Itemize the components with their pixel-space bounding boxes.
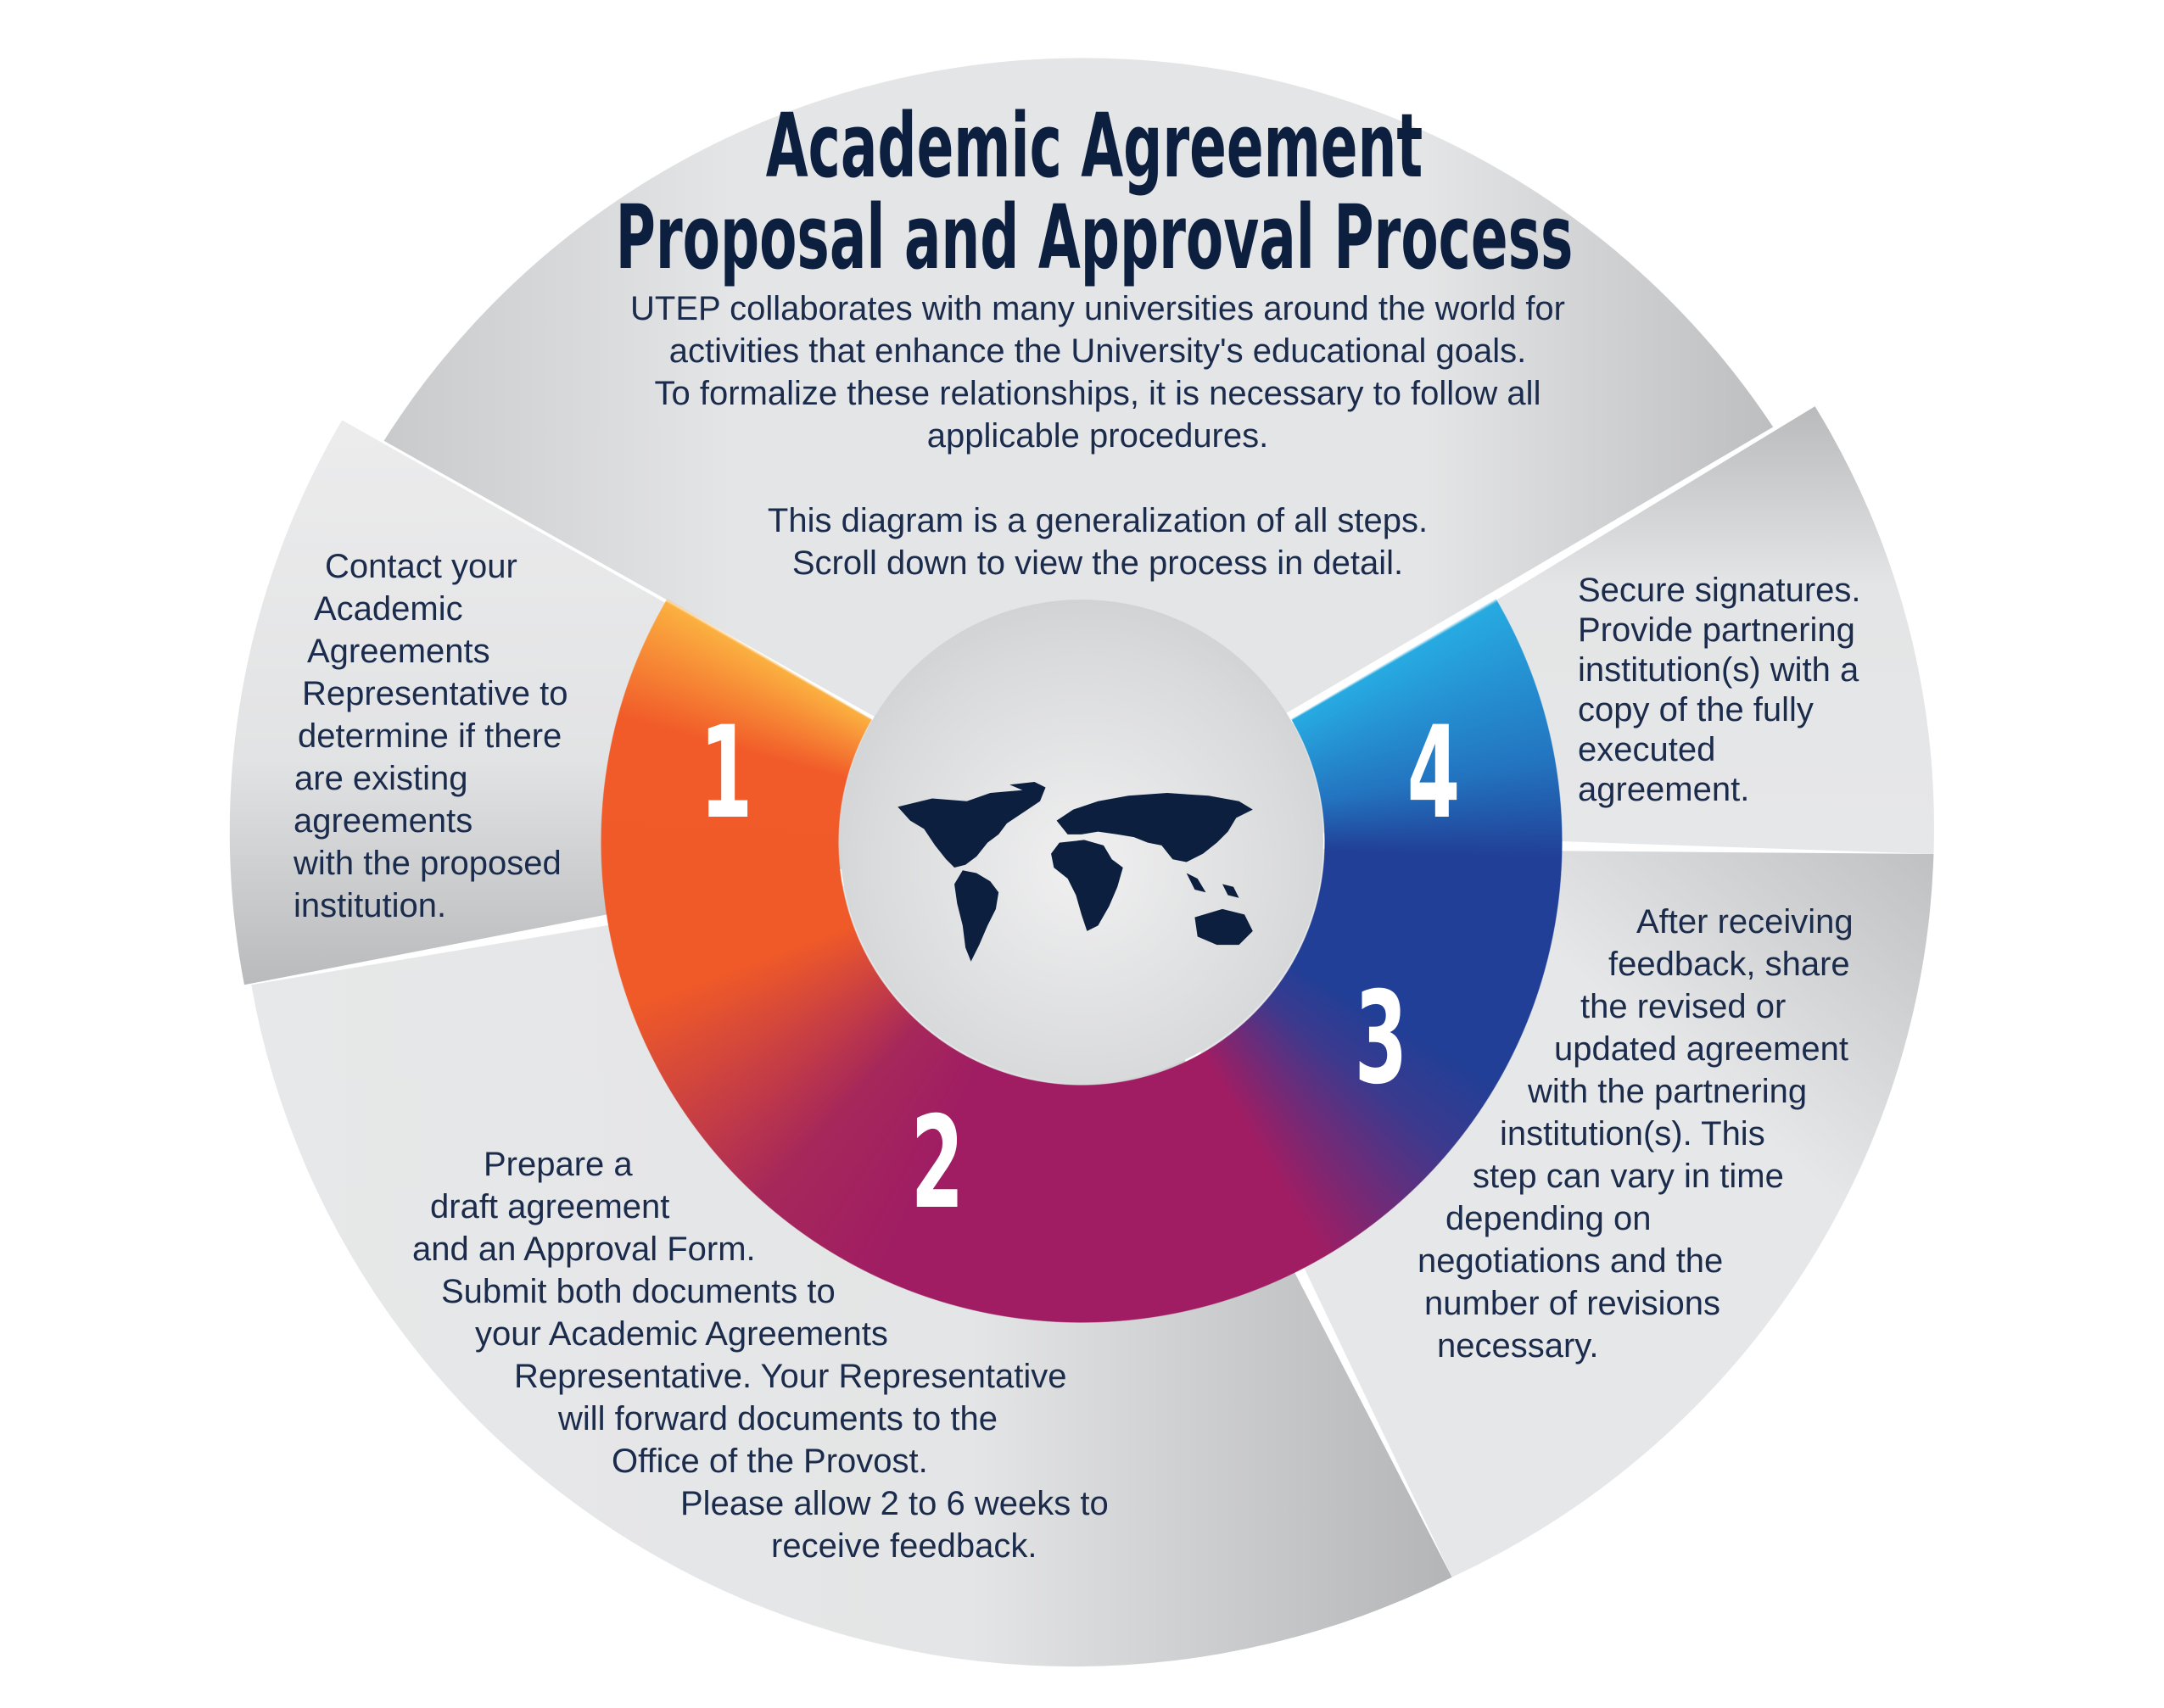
step-2-line: will forward documents to the (558, 1400, 998, 1437)
note-line: Scroll down to view the process in detai… (791, 544, 1404, 582)
step-1-line: are existing (294, 760, 468, 797)
step-1-line: agreements (294, 802, 473, 840)
step-2-line: your Academic Agreements (475, 1315, 888, 1353)
step-1-number: 1 (699, 700, 753, 847)
intro-line: applicable procedures. (926, 417, 1269, 455)
step-3-line: depending on (1445, 1200, 1652, 1237)
step-3-number: 3 (1354, 965, 1408, 1113)
title-line-2: Proposal and Approval Process (615, 186, 1574, 289)
step-3-line: number of revisions (1424, 1285, 1721, 1322)
step-4-number: 4 (1406, 700, 1461, 847)
step-4-line: agreement. (1578, 771, 1750, 808)
step-4-line: copy of the fully (1578, 691, 1814, 728)
step-4-line: Secure signatures. (1578, 572, 1861, 609)
step-2-line: and an Approval Form. (412, 1231, 756, 1268)
step-1-line: determine if there (298, 717, 562, 755)
title-line-1: Academic Agreement (765, 94, 1423, 198)
step-2-line: Prepare a (484, 1146, 633, 1183)
step-2-line: Representative. Your Representative (514, 1358, 1067, 1395)
step-4-line: institution(s) with a (1578, 651, 1859, 689)
step-3-line: negotiations and the (1418, 1242, 1724, 1280)
step-1-line: with the proposed (294, 845, 562, 882)
step-2-line: Please allow 2 to 6 weeks to (680, 1485, 1109, 1522)
step-2-line: Submit both documents to (441, 1273, 836, 1310)
step-2-line: Office of the Provost. (612, 1443, 928, 1480)
step-1-line: Representative to (302, 675, 568, 712)
step-1-line: institution. (294, 887, 447, 924)
step-4-line: Provide partnering (1578, 611, 1855, 649)
step-3-line: step can vary in time (1473, 1158, 1784, 1195)
step-3-line: updated agreement (1554, 1030, 1848, 1068)
globe-circle (840, 600, 1323, 1083)
step-2-line: receive feedback. (771, 1527, 1037, 1565)
step-2-number: 2 (910, 1090, 965, 1237)
intro-line: activities that enhance the University's… (668, 332, 1527, 370)
step-1-line: Agreements (307, 633, 490, 670)
intro-line: To formalize these relationships, it is … (654, 375, 1541, 412)
step-3-line: feedback, share (1608, 946, 1850, 983)
step-3-line: After receiving (1636, 903, 1854, 941)
intro-line: UTEP collaborates with many universities… (630, 290, 1565, 327)
step-4-line: executed (1578, 731, 1716, 768)
step-3-line: the revised or (1580, 988, 1787, 1025)
step-2-line: draft agreement (430, 1188, 670, 1225)
step-3-line: necessary. (1437, 1327, 1599, 1365)
world-map-icon (897, 782, 1253, 962)
note-line: This diagram is a generalization of all … (767, 502, 1429, 539)
step-1-line: Academic (314, 590, 463, 628)
step-3-line: institution(s). This (1500, 1115, 1765, 1153)
step-3-line: with the partnering (1528, 1073, 1808, 1110)
step-1-line: Contact your (325, 548, 517, 585)
